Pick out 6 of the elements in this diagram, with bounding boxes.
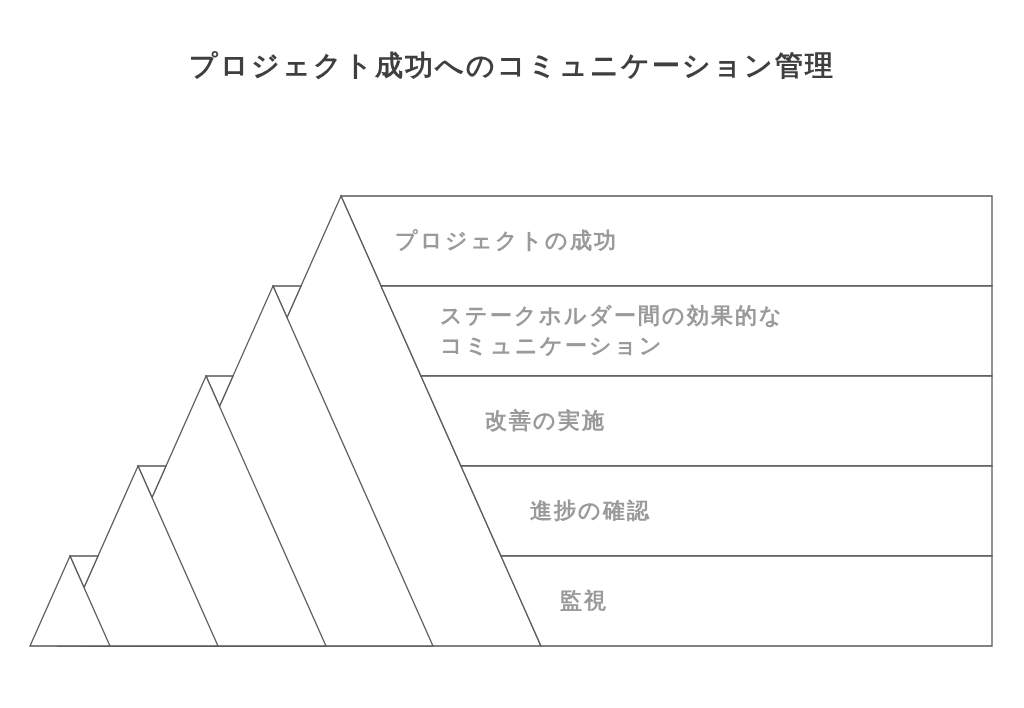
level-label: ステークホルダー間の効果的なコミュニケーション — [440, 302, 785, 360]
diagram-title: プロジェクト成功へのコミュニケーション管理 — [189, 48, 835, 84]
level-label: 改善の実施 — [485, 407, 606, 435]
level-label: 進捗の確認 — [530, 497, 651, 525]
level-label: プロジェクトの成功 — [395, 227, 618, 255]
level-label: 監視 — [560, 587, 608, 615]
